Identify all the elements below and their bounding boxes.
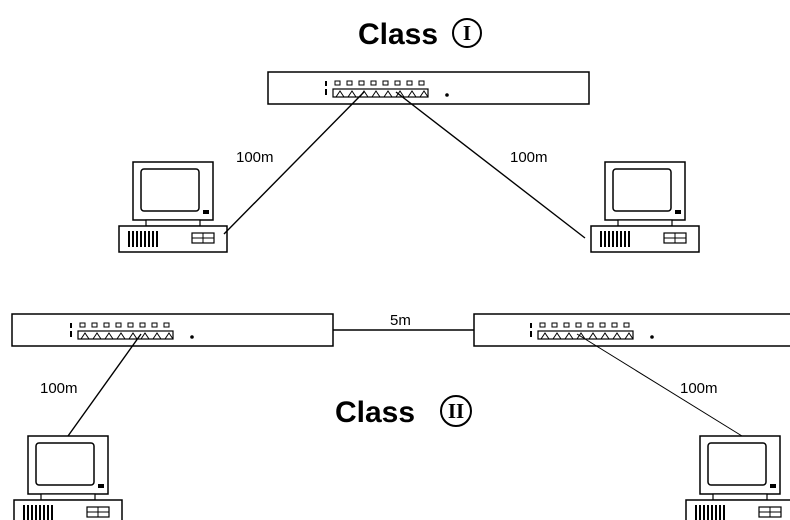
class-2-numeral: II bbox=[448, 399, 464, 423]
class-1-right-cable-length: 100m bbox=[510, 149, 548, 166]
class-2-right-cable bbox=[576, 333, 743, 437]
class-1-numeral-circle bbox=[452, 18, 482, 48]
class-2-title-text: Class bbox=[335, 396, 415, 429]
class-1-left-cable bbox=[223, 91, 365, 235]
class-1-switch bbox=[267, 71, 590, 105]
class-2-right-computer-icon bbox=[685, 435, 790, 520]
class-1-numeral: I bbox=[463, 21, 471, 45]
class-1-right-cable bbox=[395, 91, 586, 239]
class-2-left-switch bbox=[11, 313, 334, 347]
class-2-left-computer-icon bbox=[13, 435, 123, 520]
class-2-right-cable-length: 100m bbox=[680, 380, 718, 397]
class-1-title: Class I bbox=[358, 18, 482, 51]
class-2-switch-link-length: 5m bbox=[390, 312, 411, 329]
class-2-title: Class II bbox=[335, 395, 472, 429]
class-1-left-computer-icon bbox=[118, 161, 228, 253]
class-1-left-cable-length: 100m bbox=[236, 149, 274, 166]
class-2-left-cable bbox=[67, 333, 142, 437]
class-1-right-computer-icon bbox=[590, 161, 700, 253]
class-2-left-cable-length: 100m bbox=[40, 380, 78, 397]
class-1-title-text: Class bbox=[358, 18, 438, 51]
class-2-numeral-circle bbox=[440, 395, 472, 427]
class-2-right-switch bbox=[473, 313, 790, 347]
